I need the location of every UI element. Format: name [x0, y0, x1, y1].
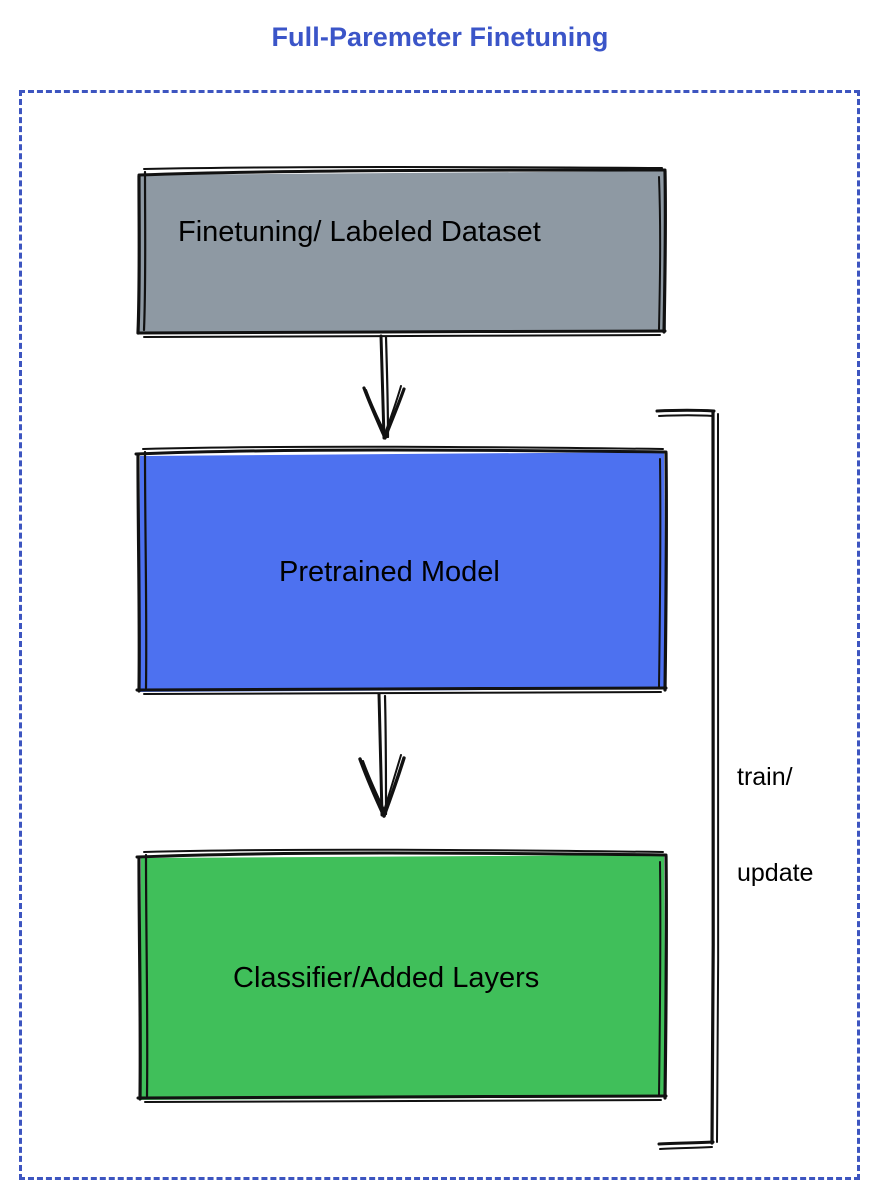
node-label-pretrained: Pretrained Model — [279, 556, 500, 588]
dashed-container-frame — [19, 90, 860, 1180]
node-label-dataset: Finetuning/ Labeled Dataset — [178, 216, 541, 248]
node-label-classifier: Classifier/Added Layers — [233, 962, 540, 994]
edge-label-line-1: train/ — [737, 763, 793, 791]
edge-label-line-2: update — [737, 859, 814, 887]
edge-label-train-update: train/ update — [737, 697, 813, 953]
page-title: Full-Paremeter Finetuning — [271, 22, 609, 52]
